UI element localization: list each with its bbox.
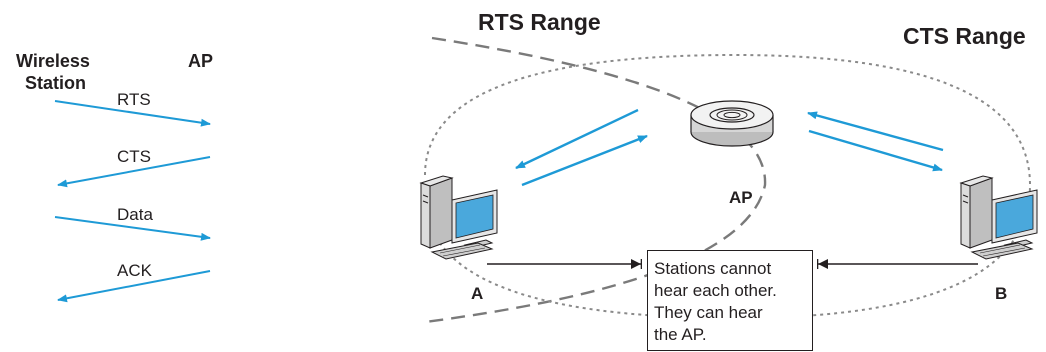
station-b-label: B xyxy=(995,284,1008,303)
cts-range-ellipse xyxy=(424,53,1032,320)
station-a-label: A xyxy=(471,284,484,303)
ap-to-b-arrow xyxy=(808,129,943,172)
b-to-ap-arrow xyxy=(807,111,944,152)
note-line: the AP. xyxy=(654,325,707,344)
data-arrow xyxy=(54,216,211,241)
data-message-label: Data xyxy=(117,205,153,224)
ack-message-label: ACK xyxy=(117,261,152,280)
a-to-ap-arrow xyxy=(521,134,648,187)
computer-icon xyxy=(959,175,1038,260)
rts-range-arc xyxy=(424,36,767,324)
topology-ap-label: AP xyxy=(729,188,753,207)
cts-message-label: CTS xyxy=(117,147,151,166)
cts-arrow xyxy=(57,156,211,188)
note-line: They can hear xyxy=(654,303,763,322)
wireless-station-label-line2: Station xyxy=(25,73,86,93)
rts-range-label: RTS Range xyxy=(478,9,601,35)
computer-icon xyxy=(419,175,498,260)
wireless-station-label-line1: Wireless xyxy=(16,51,90,71)
ack-arrow xyxy=(57,270,211,303)
note-line: Stations cannot xyxy=(654,259,772,278)
rts-arrow xyxy=(54,100,211,127)
sequence-ap-label: AP xyxy=(188,51,214,71)
access-point-icon xyxy=(690,100,774,147)
cts-range-label: CTS Range xyxy=(903,23,1026,49)
note-box: Stations cannot hear each other. They ca… xyxy=(647,250,813,351)
note-line: hear each other. xyxy=(654,281,777,300)
ap-to-a-arrow xyxy=(515,108,639,170)
rts-message-label: RTS xyxy=(117,90,151,109)
